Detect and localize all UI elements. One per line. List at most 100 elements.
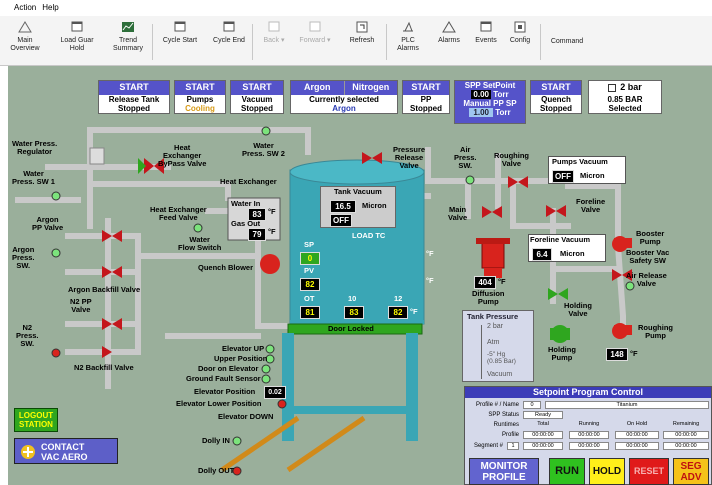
toolbar-load-guar-hold[interactable]: Load Guar Hold bbox=[52, 20, 102, 53]
quench-start-button[interactable]: START bbox=[531, 81, 581, 95]
profile-hold-time: 00:00:00 bbox=[615, 431, 659, 439]
toolbar-command[interactable]: Command bbox=[545, 38, 589, 46]
profile-name-field[interactable]: Titanium bbox=[545, 401, 709, 409]
quench-label: Quench bbox=[541, 95, 571, 104]
gas-select-panel: Argon Nitrogen Currently selected Argon bbox=[290, 80, 398, 114]
tank-vacuum-label: Tank Vacuum bbox=[334, 187, 382, 196]
gas-selected-label: Currently selected bbox=[309, 95, 379, 104]
diffusion-pump-label: Diffusion Pump bbox=[472, 289, 505, 306]
profile-number-field[interactable]: 0 bbox=[523, 401, 541, 409]
vacuum-panel[interactable]: START Vacuum Stopped bbox=[230, 80, 284, 114]
manual-pp-sp-input[interactable]: 1.00 bbox=[469, 108, 493, 117]
forward-icon bbox=[309, 21, 321, 32]
pumps-vacuum-state[interactable]: OFF bbox=[552, 170, 574, 183]
quench-blower-label: Quench Blower bbox=[198, 263, 254, 272]
pp-panel[interactable]: START PP Stopped bbox=[402, 80, 450, 114]
toolbar-plc-alarms[interactable]: PLC Alarms bbox=[390, 20, 426, 53]
pp-start-button[interactable]: START bbox=[403, 81, 449, 95]
water-flow-switch-label: Water Flow Switch bbox=[178, 235, 222, 252]
menu-help[interactable]: Help bbox=[42, 3, 59, 12]
toolbar-label: Back bbox=[263, 37, 280, 44]
spp-status-value: Ready bbox=[523, 411, 563, 419]
toolbar-label: Main Overview bbox=[10, 37, 40, 52]
hold-button[interactable]: HOLD bbox=[589, 458, 625, 485]
load-tc-label: LOAD TC bbox=[352, 231, 386, 240]
deg-f-label: °F bbox=[268, 227, 276, 236]
plc-icon bbox=[403, 21, 413, 32]
manual-pp-sp-label: Manual PP SP bbox=[463, 99, 517, 108]
program-title: Setpoint Program Control bbox=[465, 387, 711, 398]
spp-setpoint-unit: Torr bbox=[493, 90, 509, 99]
toolbar-trend-summary[interactable]: Trend Summary bbox=[105, 20, 151, 53]
tank-vacuum-state[interactable]: OFF bbox=[330, 214, 352, 227]
dolly-in-label: Dolly IN bbox=[202, 436, 230, 445]
tp-atm-label: Atm bbox=[487, 339, 500, 346]
hmi-panel: START Release Tank Stopped START Pumps C… bbox=[8, 66, 712, 485]
upper-position-label: Upper Position bbox=[214, 354, 268, 363]
toolbar-cycle-end[interactable]: Cycle End bbox=[208, 20, 250, 45]
bar-select-panel[interactable]: 2 bar 0.85 BAR Selected bbox=[588, 80, 662, 114]
pumps-start-button[interactable]: START bbox=[175, 81, 225, 95]
col-total: Total bbox=[523, 421, 563, 429]
reset-button[interactable]: RESET bbox=[629, 458, 669, 485]
argon-backfill-label: Argon Backfill Valve bbox=[68, 285, 141, 294]
toolbar-forward[interactable]: Forward ▾ bbox=[294, 20, 336, 45]
micron-label: Micron bbox=[362, 201, 387, 210]
water-in-row: Water In bbox=[231, 200, 260, 208]
dolly-out-label: Dolly OUT bbox=[198, 466, 235, 475]
nitrogen-button[interactable]: Nitrogen bbox=[344, 81, 397, 95]
toolbar-events[interactable]: Events bbox=[470, 20, 502, 45]
pumps-label: Pumps bbox=[186, 95, 214, 104]
water-press-regulator-label: Water Press. Regulator bbox=[12, 139, 58, 156]
segment-number[interactable]: 1 bbox=[507, 442, 519, 450]
vacuum-start-button[interactable]: START bbox=[231, 81, 283, 95]
contact-vac-aero-button[interactable]: CONTACT VAC AERO bbox=[14, 438, 118, 464]
quench-panel[interactable]: START Quench Stopped bbox=[530, 80, 582, 114]
pp-label: PP bbox=[420, 95, 432, 104]
menu-bar: Action Help bbox=[0, 0, 712, 16]
pp-status: Stopped bbox=[410, 104, 442, 113]
toolbar-refresh[interactable]: Refresh bbox=[342, 20, 382, 45]
deg-f-label: °F bbox=[426, 249, 434, 258]
menu-action[interactable]: Action bbox=[14, 3, 37, 12]
gas-out-label: Gas Out bbox=[231, 219, 261, 228]
n2-press-sw-label: N2 Press. SW. bbox=[16, 323, 39, 348]
foreline-valve-label: Foreline Valve bbox=[576, 197, 606, 214]
2bar-checkbox[interactable] bbox=[608, 83, 617, 92]
booster-vac-sw-label: Booster Vac Safety SW bbox=[626, 248, 670, 265]
elevator-position-label: Elevator Position bbox=[194, 387, 256, 396]
sp-value[interactable]: 0 bbox=[300, 252, 320, 265]
release-tank-panel[interactable]: START Release Tank Stopped bbox=[98, 80, 170, 114]
profile-name-label: Profile # / Name bbox=[475, 402, 519, 408]
roughing-valve-label: Roughing Valve bbox=[494, 151, 529, 168]
profile-running-time: 00:00:00 bbox=[569, 431, 609, 439]
profile-remaining-time: 00:00:00 bbox=[663, 431, 709, 439]
toolbar-config[interactable]: Config bbox=[505, 20, 535, 45]
tc12-value: 82 bbox=[388, 306, 408, 319]
ground-fault-label: Ground Fault Sensor bbox=[186, 374, 261, 383]
argon-button[interactable]: Argon bbox=[291, 81, 345, 95]
profile-row-label: Profile bbox=[501, 432, 519, 438]
toolbar-main-overview[interactable]: Main Overview bbox=[2, 20, 48, 53]
toolbar-label: Forward bbox=[299, 37, 326, 44]
pumps-panel[interactable]: START Pumps Cooling bbox=[174, 80, 226, 114]
holding-pump-label: Holding Pump bbox=[548, 345, 576, 362]
run-button[interactable]: RUN bbox=[549, 458, 585, 485]
diffusion-temp-value: 404 bbox=[474, 276, 496, 289]
toolbar-back[interactable]: Back ▾ bbox=[257, 20, 291, 45]
monitor-profile-button[interactable]: MONITOR PROFILE bbox=[469, 458, 539, 485]
gas-selected-value: Argon bbox=[332, 104, 356, 113]
refresh-icon bbox=[356, 21, 368, 33]
booster-pump-label: Booster Pump bbox=[636, 229, 665, 246]
release-start-button[interactable]: START bbox=[99, 81, 169, 95]
segment-total-time: 00:00:00 bbox=[523, 442, 563, 450]
seg-adv-button[interactable]: SEG ADV bbox=[673, 458, 709, 485]
ot-value: 81 bbox=[300, 306, 320, 319]
segment-remaining-time: 00:00:00 bbox=[663, 442, 709, 450]
toolbar-cycle-start[interactable]: Cycle Start bbox=[158, 20, 202, 45]
toolbar-alarms[interactable]: Alarms bbox=[432, 20, 466, 45]
vacuum-status: Stopped bbox=[241, 104, 273, 113]
window-icon bbox=[174, 21, 186, 32]
logout-station-button[interactable]: LOGOUT STATION bbox=[14, 408, 58, 432]
quench-status: Stopped bbox=[540, 104, 572, 113]
